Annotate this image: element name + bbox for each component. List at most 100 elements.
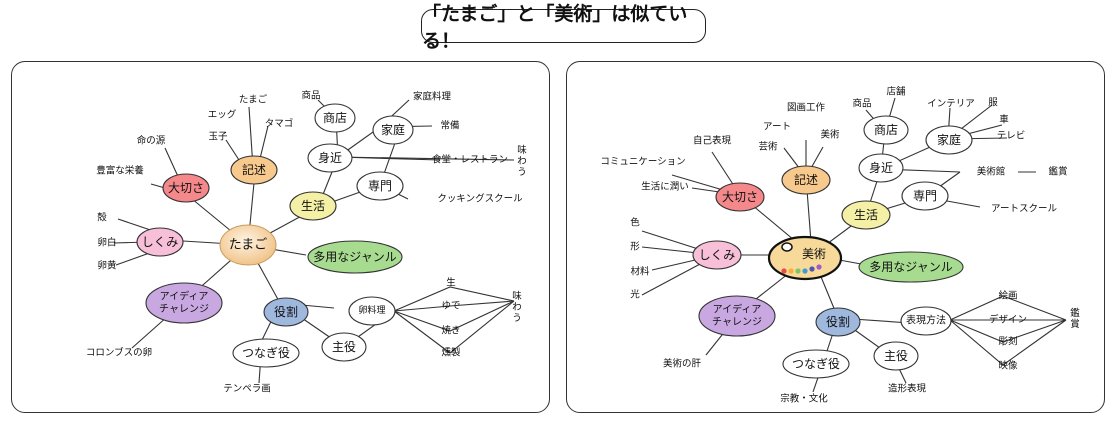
leaf-kuruma: 車	[999, 114, 1009, 126]
node-label: 専門	[368, 179, 392, 193]
node-kiroku: 記述	[230, 155, 278, 185]
node-taisetsu: 大切さ	[715, 182, 765, 212]
leaf-shokudou: 食堂・レストラン	[432, 154, 508, 166]
node-hyougen: 表現方法	[900, 306, 952, 336]
leaf-design: デザイン	[989, 314, 1027, 326]
leaf-fuku: 服	[988, 98, 998, 109]
node-shape	[698, 295, 776, 337]
node-yakuwari: 役割	[263, 297, 309, 327]
title-banner: 「たまご」と「美術」は似ている！	[421, 3, 706, 52]
leaf-kanshou: 鑑賞	[1048, 166, 1067, 178]
paint-dot	[809, 266, 815, 272]
leaf-inochi: 命の源	[137, 135, 166, 147]
node-label: 主役	[332, 339, 356, 354]
node-shape	[815, 307, 861, 337]
node-label: 大切さ	[168, 181, 204, 195]
palette-thumb-hole	[781, 242, 793, 252]
node-tayou: 多用なジャンル	[858, 251, 964, 283]
center-label: たまご	[229, 237, 268, 253]
node-label: 卵料理	[358, 304, 385, 316]
leaf-comm: コミュニケーション	[600, 157, 685, 168]
leaf-kanshou2: 鑑賞	[1070, 307, 1080, 330]
node-shape	[841, 200, 891, 230]
leaf-zoukei: 造形表現	[888, 383, 927, 395]
node-kiroku: 記述	[781, 165, 831, 195]
node-tayou: 多用なジャンル	[307, 240, 403, 274]
node-shape	[263, 297, 309, 327]
title-text: 「たまご」と「美術」は似ている！	[422, 3, 688, 52]
node-label: 専門	[913, 189, 937, 203]
leaf-shuukyou: 宗教・文化	[780, 393, 828, 405]
paint-dot	[795, 268, 801, 274]
node-label: 多用なジャンル	[313, 250, 396, 264]
leaf-ranou: 卵黄	[97, 260, 116, 272]
leaf-kimo: 美術の肝	[663, 358, 702, 370]
leaf-interior: インテリア	[927, 99, 975, 110]
node-shape	[858, 251, 964, 283]
node-senmon: 専門	[901, 181, 949, 211]
node-shouten: 商店	[314, 103, 356, 133]
leaf-tempera: テンペラ画	[223, 384, 271, 395]
leaf-uruoi: 生活に潤い	[641, 181, 689, 193]
node-seikatsu: 生活	[289, 191, 337, 221]
node-label: アイディア	[713, 302, 762, 315]
node-label: しくみ	[142, 235, 178, 249]
node-tsunagi: つなぎ役	[232, 338, 300, 368]
leaf-tamako: 玉子	[208, 132, 228, 143]
node-label: 記述	[242, 162, 266, 177]
node-shape	[372, 115, 414, 145]
leaf-geijutsu: 芸術	[758, 141, 778, 153]
connector-line	[393, 300, 515, 332]
node-shape	[692, 240, 742, 270]
leaf-aji: 味わう	[517, 144, 527, 178]
node-shape	[782, 349, 850, 379]
node-label: チャレンジ	[159, 303, 209, 315]
leaf-shohin: 商品	[301, 90, 320, 102]
node-seikatsu: 生活	[841, 200, 891, 230]
node-taisetsu: 大切さ	[162, 173, 210, 203]
node-shape	[901, 181, 949, 211]
node-shape	[321, 332, 367, 362]
node-label: 家庭	[937, 132, 961, 147]
node-label: 身近	[318, 150, 342, 165]
node-label: しくみ	[699, 248, 735, 262]
node-label: 商店	[323, 110, 347, 125]
leaf-yude: ゆで	[441, 301, 460, 312]
leaf-shohin: 商品	[852, 98, 871, 110]
node-label: 役割	[274, 304, 298, 319]
node-shape	[230, 155, 278, 185]
leaf-zuga: 図画工作	[787, 102, 826, 114]
node-shape	[289, 191, 337, 221]
node-shouten: 商店	[863, 115, 909, 145]
node-shape	[873, 341, 919, 371]
leaf-columbus: コロンブスの卵	[86, 347, 152, 359]
leaf-nama: 生	[446, 277, 456, 289]
leaf-art: アート	[763, 122, 791, 133]
leaf-tamago: たまご	[239, 94, 268, 106]
node-shikumi: しくみ	[136, 227, 184, 257]
leaf-artschool: アートスクール	[991, 204, 1057, 215]
node-shape	[307, 240, 403, 274]
leaf-jiko: 自己表現	[693, 135, 732, 147]
node-shape	[136, 227, 184, 257]
connector-line	[949, 295, 1067, 321]
node-label: チャレンジ	[712, 316, 762, 328]
node-shape	[900, 306, 952, 336]
node-katei: 家庭	[925, 125, 973, 155]
leaf-tv: テレビ	[997, 131, 1026, 142]
node-label: 家庭	[381, 122, 405, 137]
node-ranryouri: 卵料理	[348, 296, 396, 326]
node-katei: 家庭	[372, 115, 414, 145]
node-shape	[925, 125, 973, 155]
node-shuyaku: 主役	[321, 332, 367, 362]
leaf-ranpaku: 卵白	[97, 237, 116, 249]
node-senmon: 専門	[356, 171, 404, 201]
node-label: つなぎ役	[242, 345, 290, 360]
connector-line	[393, 300, 515, 354]
node-shape	[232, 338, 300, 368]
connector-line	[949, 319, 1067, 343]
center-palette: 美術	[767, 235, 843, 281]
node-label: 記述	[794, 172, 818, 187]
